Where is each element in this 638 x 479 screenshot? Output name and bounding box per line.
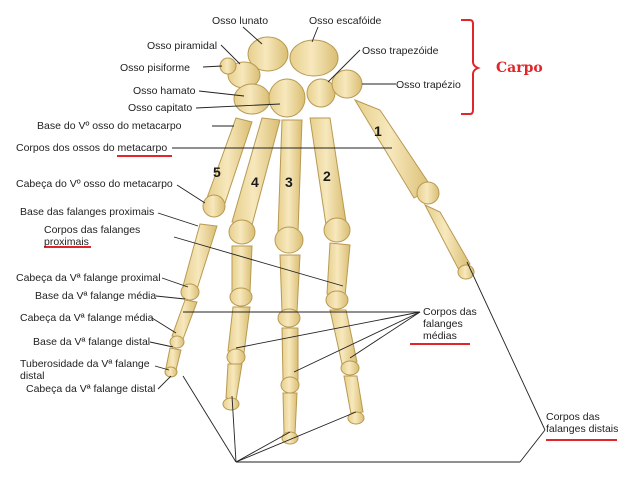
label-corpos-metacarpo: Corpos dos ossos do metacarpo: [16, 142, 167, 154]
label-osso-lunato: Osso lunato: [212, 15, 268, 27]
label-base-v-falange-distal: Base da Vª falange distal: [33, 336, 150, 348]
metacarpal-number-4: 4: [251, 174, 259, 190]
label-osso-escafoide: Osso escafóide: [309, 15, 381, 27]
label-osso-trapezio: Osso trapézio: [396, 79, 461, 91]
label-cabeca-v-falange-proximal: Cabeça da Vª falange proximal: [16, 272, 161, 284]
metacarpal-bones: [203, 100, 439, 253]
label-corpos-falanges-medias: Corpos das falanges médias: [423, 306, 489, 342]
label-base-v-falange-media: Base da Vª falange média: [35, 290, 156, 302]
label-base-falanges-proximais: Base das falanges proximais: [20, 206, 154, 218]
label-osso-pisiforme: Osso pisiforme: [120, 62, 190, 74]
label-carpo: Carpo: [496, 60, 543, 76]
metacarpal-number-2: 2: [323, 168, 331, 184]
label-cabeca-v-falange-media: Cabeça da Vª falange média: [20, 312, 153, 324]
label-corpos-falanges-distais: Corpos das falanges distais: [546, 411, 632, 435]
label-corpos-falanges-proximais: Corpos das falanges proximais: [44, 224, 172, 248]
label-osso-trapezoide: Osso trapezóide: [362, 45, 438, 57]
metacarpal-number-1: 1: [374, 123, 382, 139]
carpal-bones: [220, 37, 362, 117]
middle-phalanges: [170, 300, 359, 393]
label-osso-hamato: Osso hamato: [133, 85, 195, 97]
label-osso-capitato: Osso capitato: [128, 102, 192, 114]
metacarpal-number-5: 5: [213, 164, 221, 180]
label-osso-piramidal: Osso piramidal: [147, 40, 217, 52]
label-cabeca-v-falange-distal: Cabeça da Vª falange distal: [26, 383, 155, 395]
label-cabeca-v-metacarpo: Cabeça do Vº osso do metacarpo: [16, 178, 173, 190]
metacarpal-number-3: 3: [285, 174, 293, 190]
carpo-bracket: [461, 20, 478, 114]
label-base-v-metacarpo: Base do Vº osso do metacarpo: [37, 120, 182, 132]
label-tuberosidade-v-falange-distal: Tuberosidade da Vª falange distal: [20, 358, 160, 382]
